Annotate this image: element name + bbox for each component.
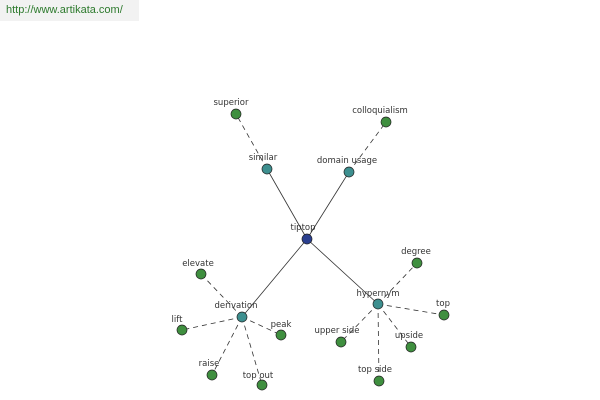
word-node-colloquialism[interactable]: colloquialism — [352, 106, 408, 128]
relation-node-domain-usage[interactable]: domain usage — [317, 156, 377, 178]
edge-hypernym — [306, 238, 379, 305]
word-node-peak[interactable]: peak — [271, 320, 292, 341]
edge-derivation-lift — [181, 316, 243, 331]
word-node-top-out[interactable]: top out — [243, 371, 274, 391]
relation-node-hypernym[interactable]: hypernym — [356, 289, 400, 310]
word-node-raise[interactable]: raise — [199, 359, 220, 381]
nodes-layer: tiptop similar superior domain usage colloqu… — [172, 98, 450, 391]
edge-domain-usage-colloquialism — [348, 121, 387, 173]
relation-node-similar-label: similar — [249, 153, 278, 163]
word-node-upside-label: upside — [395, 331, 423, 341]
word-node-upside-dot[interactable] — [405, 341, 417, 353]
word-node-superior-dot[interactable] — [230, 108, 242, 120]
center-node-label: tiptop — [290, 223, 315, 233]
word-node-lift-label: lift — [172, 315, 184, 325]
word-node-upper-side-label: upper side — [314, 326, 359, 336]
edge-similar — [266, 168, 308, 240]
word-node-top-out-label: top out — [243, 371, 274, 381]
edge-hypernym-top-side — [377, 303, 380, 382]
word-node-degree[interactable]: degree — [401, 247, 431, 269]
edge-similar-superior — [235, 113, 268, 170]
word-node-top[interactable]: top — [436, 299, 450, 321]
word-node-raise-label: raise — [199, 359, 220, 369]
center-node[interactable]: tiptop — [290, 223, 316, 245]
word-node-superior[interactable]: superior — [214, 98, 249, 120]
edge-derivation-elevate — [200, 273, 243, 318]
word-node-top-out-dot[interactable] — [256, 379, 268, 391]
word-node-elevate-label: elevate — [182, 259, 214, 269]
word-node-raise-dot[interactable] — [206, 369, 218, 381]
word-node-upside[interactable]: upside — [395, 331, 423, 353]
relation-node-derivation-dot[interactable] — [236, 311, 248, 323]
center-node-dot[interactable] — [301, 233, 313, 245]
edge-hypernym-upside — [377, 303, 412, 348]
word-node-upper-side-dot[interactable] — [335, 336, 347, 348]
word-node-top-side[interactable]: top side — [358, 365, 392, 387]
word-node-upper-side[interactable]: upper side — [314, 326, 360, 348]
edge-derivation-peak — [241, 316, 282, 336]
word-node-elevate-dot[interactable] — [195, 268, 207, 280]
word-node-lift[interactable]: lift — [172, 315, 188, 336]
word-node-top-dot[interactable] — [438, 309, 450, 321]
edge-hypernym-top — [377, 303, 445, 316]
url-banner[interactable]: http://www.artikata.com/ — [0, 0, 139, 21]
relation-node-derivation[interactable]: derivation — [214, 301, 258, 323]
word-node-superior-label: superior — [214, 98, 249, 108]
word-node-top-side-dot[interactable] — [373, 375, 385, 387]
word-node-top-label: top — [436, 299, 450, 309]
word-node-colloquialism-label: colloquialism — [352, 106, 408, 116]
word-node-top-side-label: top side — [358, 365, 392, 375]
word-node-peak-label: peak — [271, 320, 292, 330]
edge-derivation — [241, 238, 308, 318]
relation-node-derivation-label: derivation — [214, 301, 257, 311]
relation-node-similar-dot[interactable] — [261, 163, 273, 175]
word-node-peak-dot[interactable] — [275, 329, 287, 341]
edge-derivation-raise — [211, 316, 243, 376]
word-node-elevate[interactable]: elevate — [182, 259, 214, 280]
relation-node-domain-usage-label: domain usage — [317, 156, 377, 166]
relation-node-similar[interactable]: similar — [249, 153, 278, 175]
edge-hypernym-upper-side — [340, 303, 379, 343]
relation-node-hypernym-dot[interactable] — [372, 298, 384, 310]
edge-derivation-top-out — [241, 316, 263, 386]
word-node-lift-dot[interactable] — [176, 324, 188, 336]
word-node-degree-dot[interactable] — [411, 257, 423, 269]
relation-node-domain-usage-dot[interactable] — [343, 166, 355, 178]
edges-layer — [181, 113, 445, 386]
edge-domain-usage — [306, 171, 350, 240]
word-node-degree-label: degree — [401, 247, 431, 257]
word-node-colloquialism-dot[interactable] — [380, 116, 392, 128]
relation-node-hypernym-label: hypernym — [356, 289, 399, 299]
edge-hypernym-degree — [377, 262, 418, 305]
